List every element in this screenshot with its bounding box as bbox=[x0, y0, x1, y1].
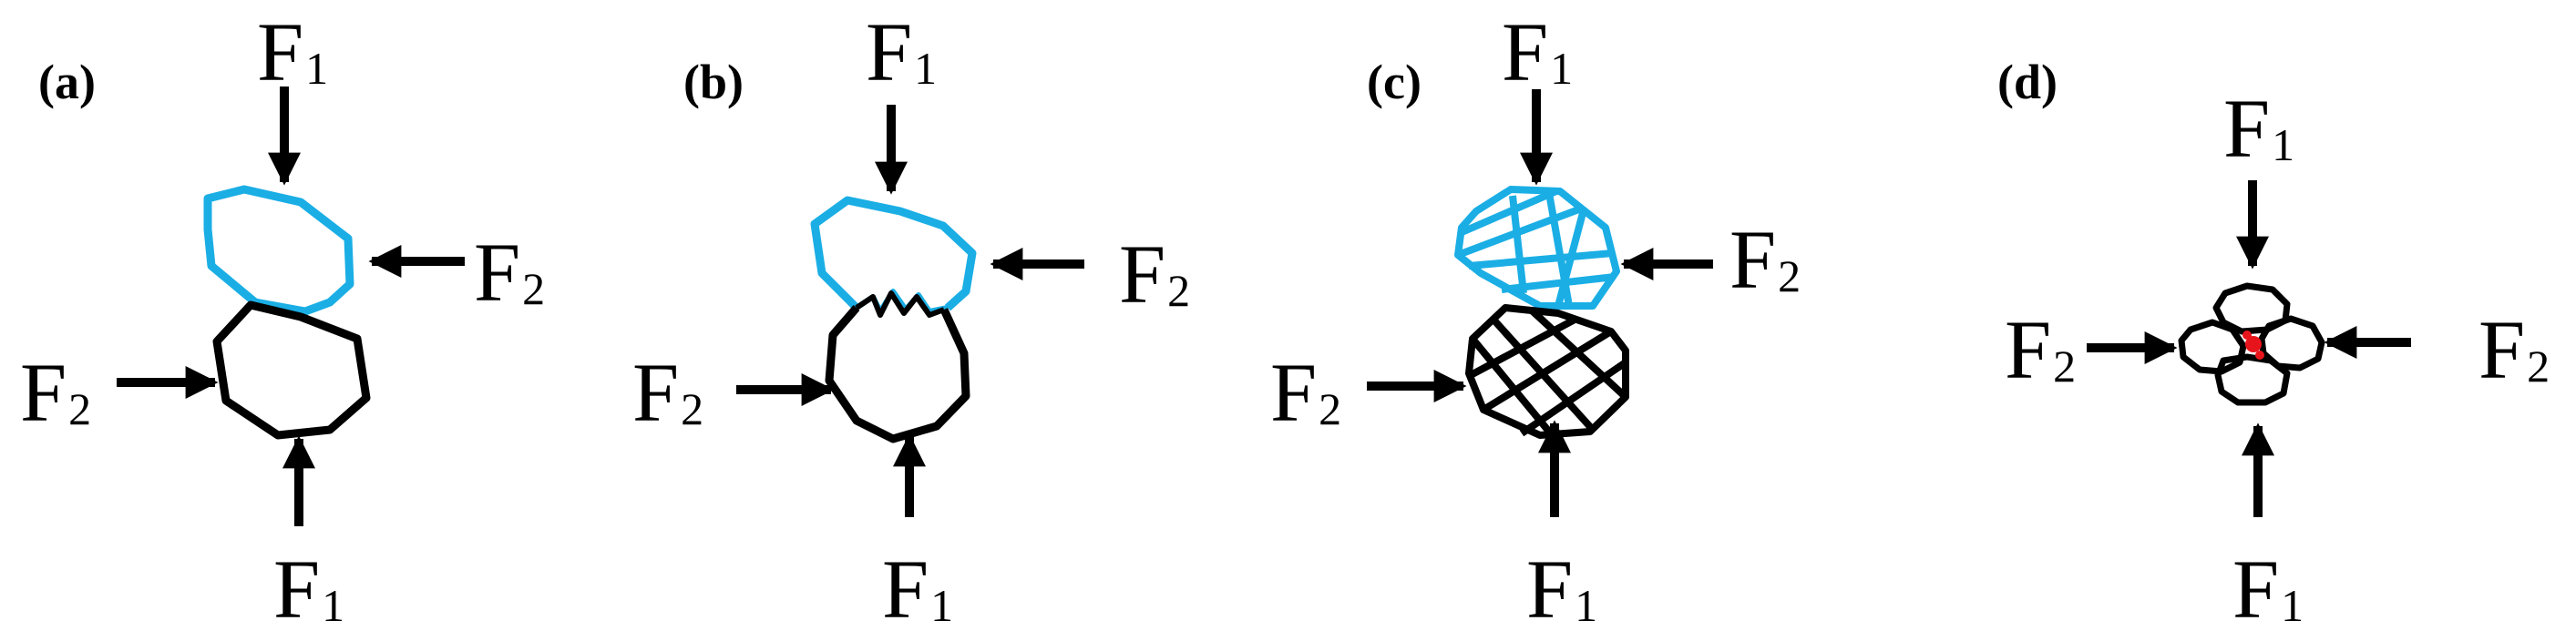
force-subscript: 2 bbox=[68, 383, 91, 434]
force-subscript: 1 bbox=[2272, 119, 2294, 170]
panel-label-a: (a) bbox=[38, 55, 96, 109]
force-label-right-c: F2 bbox=[1729, 213, 1801, 306]
force-subscript: 2 bbox=[681, 383, 703, 434]
force-label-bottom-d: F1 bbox=[2232, 543, 2304, 636]
force-subscript: 2 bbox=[522, 263, 545, 314]
panel-a: (a) F1 F2 F2 F1 bbox=[20, 5, 545, 636]
force-letter: F bbox=[632, 346, 679, 439]
panel-label-c: (c) bbox=[1367, 55, 1421, 109]
force-subscript: 1 bbox=[2281, 580, 2304, 631]
force-label-bottom-a: F1 bbox=[273, 543, 344, 636]
lower-particle-b bbox=[825, 305, 970, 443]
force-label-right-b: F2 bbox=[1119, 228, 1190, 320]
force-subscript: 2 bbox=[2527, 341, 2550, 392]
force-letter: F bbox=[2005, 303, 2051, 396]
force-letter: F bbox=[1119, 228, 1165, 320]
crack-line bbox=[1469, 336, 1553, 434]
force-letter: F bbox=[1729, 213, 1776, 306]
lower-particle-c bbox=[1465, 304, 1629, 439]
lower-particle-a bbox=[212, 300, 371, 440]
crack-line bbox=[1456, 204, 1586, 259]
force-label-bottom-c: F1 bbox=[1526, 543, 1597, 636]
force-label-left-b: F2 bbox=[632, 346, 703, 439]
cluster-particle-left bbox=[2178, 319, 2247, 375]
force-letter: F bbox=[20, 346, 67, 439]
force-subscript: 1 bbox=[322, 580, 344, 631]
force-letter: F bbox=[2479, 303, 2525, 396]
contact-point-lower bbox=[2255, 351, 2264, 360]
crack-line bbox=[1469, 315, 1578, 379]
panel-d: (d) F1 F2 F2 F1 bbox=[1997, 55, 2550, 636]
crack-line bbox=[1519, 359, 1628, 437]
contact-point-center bbox=[2245, 336, 2262, 352]
panel-b: (b) F1 F2 F2 F1 bbox=[632, 5, 1190, 636]
force-label-top-b: F1 bbox=[866, 5, 937, 98]
force-letter: F bbox=[273, 543, 320, 636]
force-letter: F bbox=[1502, 5, 1548, 98]
lower-particle-jagged-contact-b bbox=[855, 290, 946, 318]
force-label-top-a: F1 bbox=[257, 5, 328, 98]
force-subscript: 1 bbox=[305, 43, 328, 94]
force-letter: F bbox=[866, 5, 912, 98]
cluster-particle-right bbox=[2258, 315, 2325, 371]
force-subscript: 1 bbox=[914, 43, 937, 94]
force-letter: F bbox=[1270, 346, 1317, 439]
force-letter: F bbox=[2232, 543, 2279, 636]
crack-line bbox=[1555, 208, 1587, 308]
force-label-right-d: F2 bbox=[2479, 303, 2550, 396]
force-letter: F bbox=[474, 226, 520, 319]
force-label-bottom-b: F1 bbox=[882, 543, 953, 636]
force-label-top-d: F1 bbox=[2223, 82, 2294, 175]
force-letter: F bbox=[2223, 82, 2270, 175]
force-letter: F bbox=[882, 543, 929, 636]
force-subscript: 1 bbox=[1575, 580, 1597, 631]
force-subscript: 1 bbox=[930, 580, 953, 631]
force-subscript: 2 bbox=[2053, 341, 2076, 392]
force-letter: F bbox=[257, 5, 303, 98]
crack-line bbox=[1509, 195, 1527, 294]
force-label-left-c: F2 bbox=[1270, 346, 1341, 439]
force-label-left-a: F2 bbox=[20, 346, 91, 439]
crack-line bbox=[1458, 188, 1558, 237]
force-subscript: 2 bbox=[1167, 265, 1190, 316]
panel-label-d: (d) bbox=[1997, 55, 2058, 109]
force-label-left-d: F2 bbox=[2005, 303, 2076, 396]
panel-label-b: (b) bbox=[683, 55, 744, 109]
upper-particle-a bbox=[203, 185, 354, 316]
force-subscript: 2 bbox=[1319, 383, 1341, 434]
force-label-right-a: F2 bbox=[474, 226, 545, 319]
upper-particle-b bbox=[810, 196, 977, 311]
panel-c: (c) F1 F2 F2 F1 bbox=[1270, 5, 1801, 636]
contact-point-upper bbox=[2242, 331, 2252, 340]
crack-line bbox=[1468, 249, 1614, 270]
crack-line bbox=[1481, 328, 1614, 413]
force-subscript: 1 bbox=[1550, 43, 1573, 94]
force-label-top-c: F1 bbox=[1502, 5, 1573, 98]
force-letter: F bbox=[1526, 543, 1573, 636]
force-subscript: 2 bbox=[1778, 250, 1801, 301]
upper-particle-c bbox=[1454, 186, 1620, 310]
